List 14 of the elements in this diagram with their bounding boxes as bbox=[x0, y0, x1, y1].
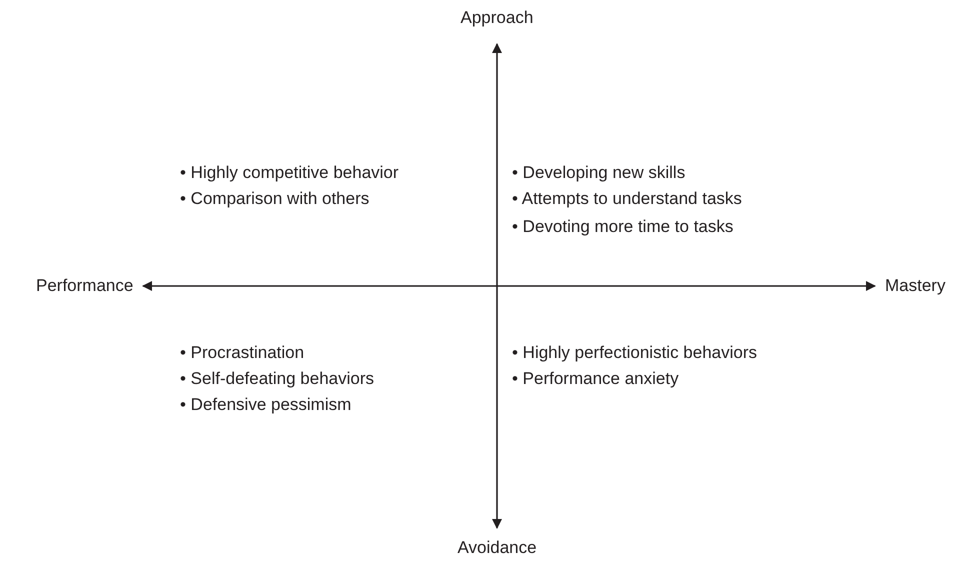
bullet-item: • Devoting more time to tasks bbox=[512, 217, 734, 237]
axis-label: Approach bbox=[460, 8, 534, 28]
bullet-item: • Defensive pessimism bbox=[180, 395, 352, 415]
bullet-item: • Self-defeating behaviors bbox=[180, 369, 374, 389]
axis-label: Performance bbox=[36, 276, 134, 296]
bullet-item: • Procrastination bbox=[180, 343, 304, 363]
bullet-item: • Developing new skills bbox=[512, 163, 686, 183]
bullet-item: • Highly competitive behavior bbox=[180, 163, 399, 183]
bullet-item: • Performance anxiety bbox=[512, 369, 679, 389]
bullet-item: • Comparison with others bbox=[180, 189, 370, 209]
axis-label: Avoidance bbox=[458, 538, 537, 558]
bullet-item: • Attempts to understand tasks bbox=[512, 189, 742, 209]
bullet-item: Mastery bbox=[885, 276, 946, 296]
bullet-item: • Highly perfectionistic behaviors bbox=[512, 343, 758, 363]
